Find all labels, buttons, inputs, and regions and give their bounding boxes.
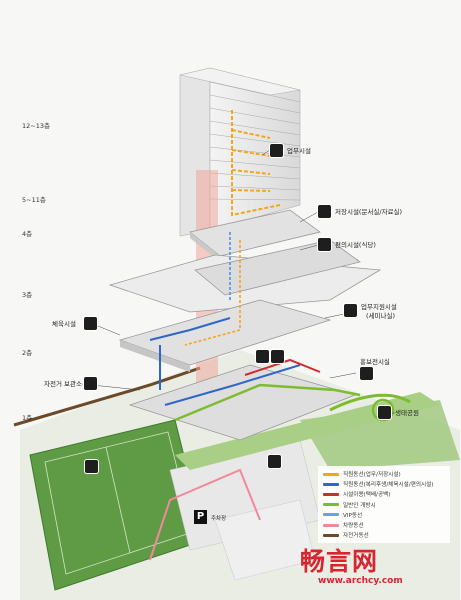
tower-staff-route — [184, 240, 241, 346]
label-support-sub: (세미나실) — [366, 312, 395, 320]
legend-row: 직원동선(업무/저장시설) — [323, 469, 445, 479]
car-icon — [268, 455, 281, 468]
parking-lot-2 — [214, 499, 316, 581]
legend-row: VIP동선 — [323, 510, 445, 520]
meeting-icon — [344, 304, 357, 317]
tower-roof — [179, 67, 301, 96]
public-route — [174, 383, 361, 422]
facility-route — [244, 358, 321, 376]
label-parking: 주차장 — [211, 516, 227, 522]
floor-label-3: 3층 — [22, 291, 33, 299]
legend-row: 시설이용(택배/공백) — [323, 489, 445, 499]
floor-label-2: 2층 — [22, 349, 33, 357]
label-pr: 홍보전시실 — [360, 358, 390, 366]
label-support: 업무지원시설 — [361, 303, 397, 311]
watermark-title: 畅言网 — [300, 547, 379, 576]
staff-welfare-route — [149, 317, 301, 406]
floor-2-slab — [118, 299, 332, 366]
legend-swatch — [323, 472, 339, 476]
label-convenience: 편의시설(식당) — [335, 241, 376, 249]
tennis-icon — [85, 460, 98, 473]
floor-3-slab — [194, 239, 361, 296]
legend-text: 시설이용(택배/공백) — [343, 492, 391, 499]
family-icon-2 — [271, 350, 284, 363]
floor-2-front — [120, 340, 190, 372]
tower-floor-lines — [209, 81, 301, 201]
parking-sign: P — [194, 510, 207, 524]
legend-swatch — [323, 523, 339, 527]
label-bike: 자전거 보관소 — [44, 380, 82, 388]
archive-icon — [318, 205, 331, 218]
bike-route — [13, 366, 201, 427]
eco-park-path — [329, 393, 411, 412]
watermark-url: www.archcy.com — [318, 576, 403, 586]
bicycle-icon — [84, 377, 97, 390]
family-icon — [256, 350, 269, 363]
legend-text: 직원동선(업무/저장시설) — [343, 472, 401, 479]
eco-park-icon — [378, 406, 391, 419]
legend-row: 직원동선(복리후생/체육시설/편의시설) — [323, 479, 445, 489]
legend-swatch — [323, 533, 339, 537]
floor-label-1: 1층 — [22, 414, 33, 422]
label-eco-park: 생태공원 — [395, 409, 419, 417]
eco-park-ring — [371, 398, 395, 422]
vehicle-route — [149, 468, 261, 561]
label-office: 업무시설 — [287, 147, 311, 155]
legend-text: 자전거동선 — [343, 533, 369, 540]
legend-swatch — [323, 492, 339, 496]
legend-swatch — [323, 513, 339, 517]
floor-label-12-13: 12~13층 — [22, 122, 50, 130]
floor-label-5-11: 5~11층 — [22, 196, 46, 204]
field-midline — [105, 446, 131, 554]
legend-swatch — [323, 482, 339, 486]
legend-row: 자전거동선 — [323, 530, 445, 540]
legend-text: VIP동선 — [343, 512, 363, 519]
floor-4-front — [190, 232, 220, 262]
restaurant-icon — [318, 238, 331, 251]
label-sports: 체육시설 — [52, 320, 76, 328]
legend-text: 차량동선 — [343, 523, 364, 530]
legend-text: 직원동선(복리후생/체육시설/편의시설) — [343, 482, 434, 489]
legend-swatch — [323, 503, 339, 507]
office-route — [231, 110, 281, 217]
exhibition-icon — [360, 367, 373, 380]
legend-row: 차량동선 — [323, 520, 445, 530]
office-icon — [270, 144, 283, 157]
sports-icon — [84, 317, 97, 330]
legend-text: 일반인 개방시 — [343, 502, 376, 509]
legend-row: 일반인 개방시 — [323, 500, 445, 510]
route-legend: 직원동선(업무/저장시설) 직원동선(복리후생/체육시설/편의시설) 시설이용(… — [318, 466, 450, 544]
label-archive: 저장시설(문서실/자료실) — [335, 208, 403, 216]
floor-label-4: 4층 — [22, 230, 33, 238]
